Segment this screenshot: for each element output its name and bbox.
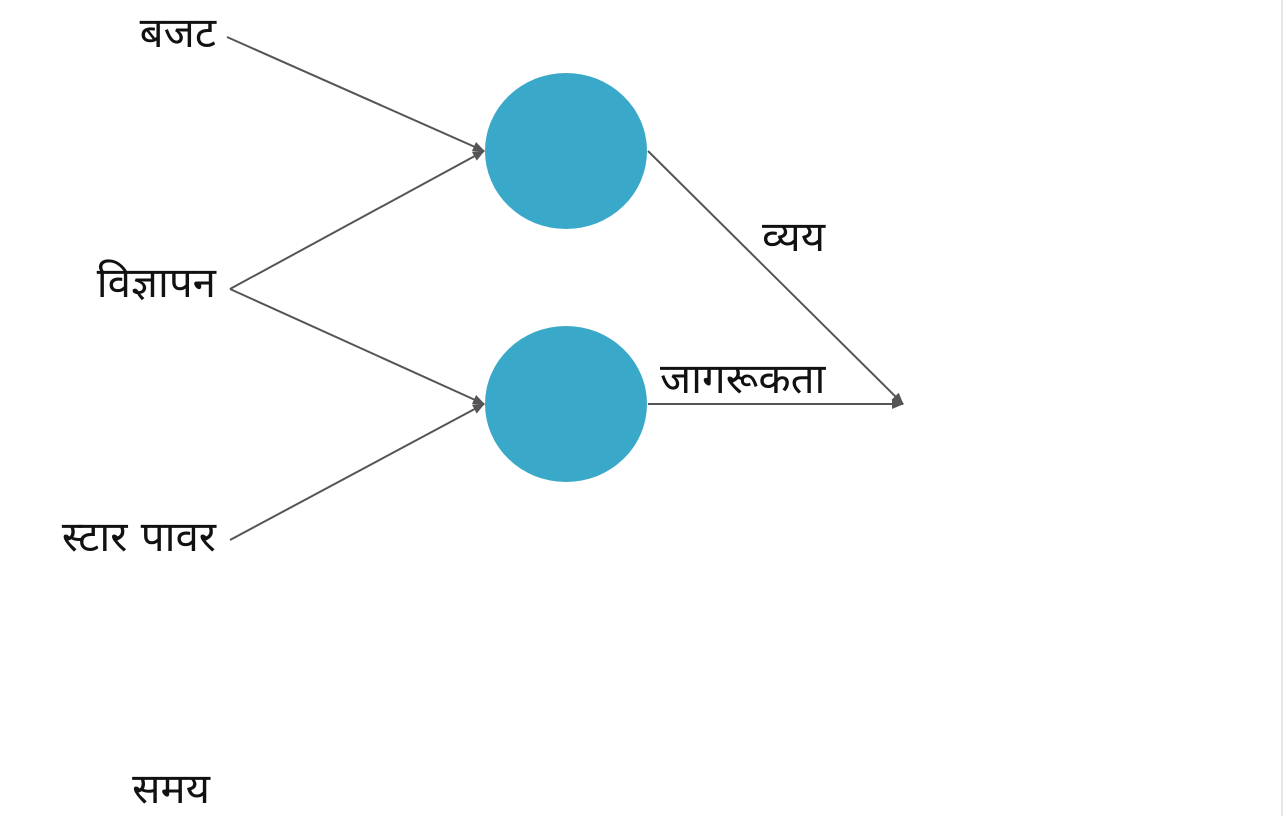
hidden-node-bottom: [485, 326, 647, 482]
input-label-advertisement: विज्ञापन: [96, 258, 216, 307]
arrow-star-to-node-bottom: [229, 403, 485, 541]
hidden-node-top: [485, 73, 647, 229]
arrow-node-top-to-output: [647, 150, 904, 405]
arrow-ad-to-node-bottom: [229, 288, 485, 405]
input-label-time: समय: [132, 764, 210, 813]
input-label-star-power: स्टार पावर: [61, 512, 216, 561]
arrow-budget-to-node-top: [226, 36, 485, 152]
edge-label-awareness: जागरूकता: [660, 354, 826, 403]
right-edge-border: [1281, 0, 1283, 816]
input-label-budget: बजट: [139, 8, 216, 57]
arrow-ad-to-node-top: [229, 150, 485, 290]
edge-label-expense: व्यय: [762, 212, 826, 261]
